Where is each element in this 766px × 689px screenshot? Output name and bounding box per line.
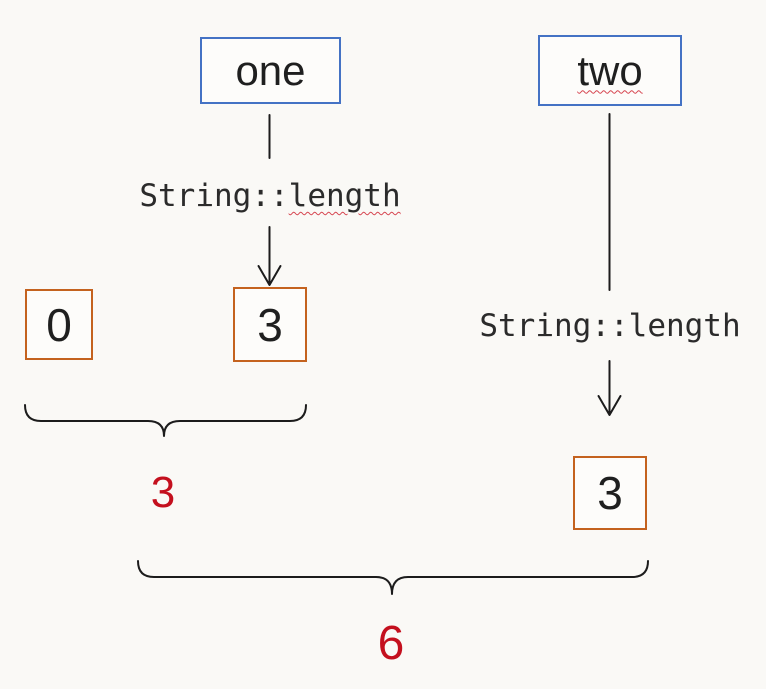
value-box-accumulator-initial: 0 [25,289,93,360]
final-result: 6 [331,620,451,668]
string-box-two: two [538,35,682,106]
function-label-left: String::length [120,179,420,213]
value-box-left-mapped-value: 3 [257,298,283,351]
function-label-left-prefix: String:: [139,178,289,214]
left-underbrace [24,404,307,437]
string-box-one: one [200,37,341,104]
final-result-value: 6 [377,617,405,670]
value-box-right-mapped: 3 [573,456,647,530]
intermediate-result: 3 [103,471,223,515]
string-box-two-label: two [577,46,643,94]
right-arrow-head-icon [597,395,622,416]
value-box-accumulator-initial-value: 0 [46,298,72,351]
string-box-one-label: one [235,46,306,94]
value-box-right-mapped-value: 3 [597,467,623,519]
left-arrow-head-icon [257,265,282,286]
function-label-right: String::length [460,309,760,343]
function-label-left-underlined: length [288,178,401,214]
function-label-right-text: String::length [479,308,741,344]
bottom-underbrace [137,560,649,595]
value-box-left-mapped: 3 [233,287,307,362]
intermediate-result-value: 3 [150,468,176,517]
